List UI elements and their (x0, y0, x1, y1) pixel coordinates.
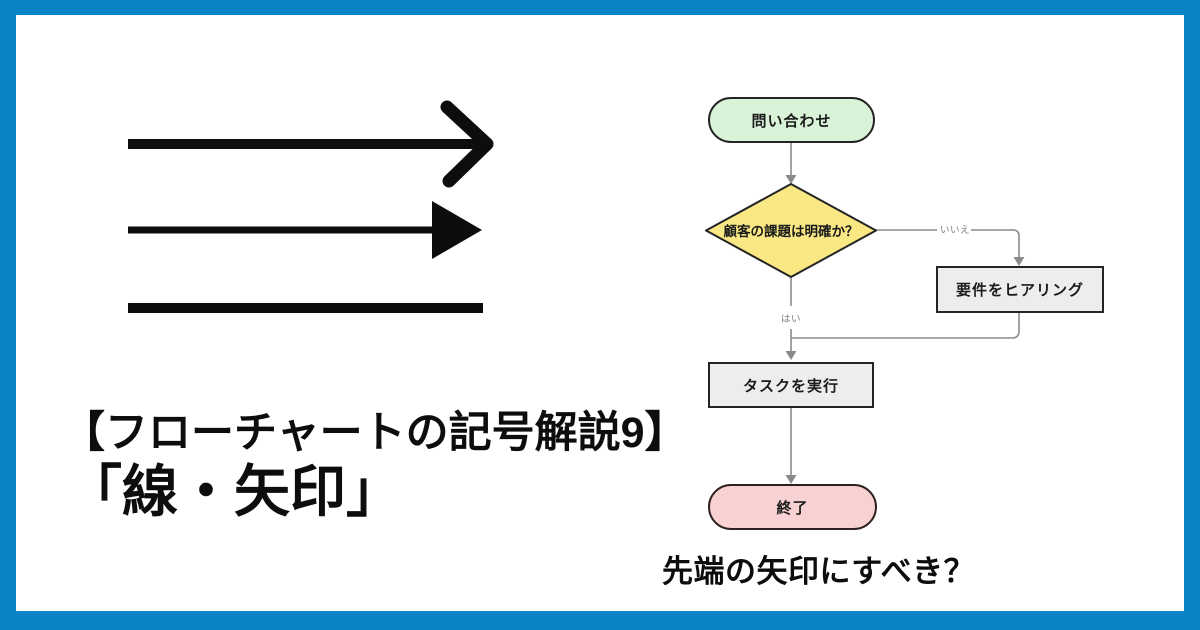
flow-node-hearing: 要件をヒアリング (936, 266, 1104, 313)
arrowhead-into-decision (785, 175, 797, 184)
flow-node-decision-label: 顧客の課題は明確か？ (723, 224, 859, 239)
caption: 先端の矢印にすべき？ (662, 554, 976, 589)
flow-node-end: 終了 (708, 484, 877, 530)
page-title: 【フローチャートの記号解説9】 「線・矢印」 (62, 409, 688, 524)
edge-label-yes: はい (780, 314, 801, 325)
title-line-1: 【フローチャートの記号解説9】 (62, 409, 688, 457)
arrowhead-into-hearing (1013, 257, 1025, 266)
open-arrow-icon (128, 100, 494, 188)
plain-line-icon (128, 303, 483, 313)
edge-label-no: いいえ (939, 225, 970, 236)
flow-node-task: タスクを実行 (708, 362, 874, 408)
decision-diamond (705, 183, 877, 278)
flow-node-start: 問い合わせ (708, 97, 875, 143)
filled-arrow-icon (128, 201, 482, 259)
edge-decision-hearing-b (971, 229, 1020, 257)
arrowhead-into-end (785, 475, 797, 484)
arrowhead-into-task (785, 351, 797, 360)
title-line-2: 「線・矢印」 (66, 460, 402, 524)
edge-hearing-task (791, 313, 1020, 339)
arrow-samples (120, 96, 510, 326)
